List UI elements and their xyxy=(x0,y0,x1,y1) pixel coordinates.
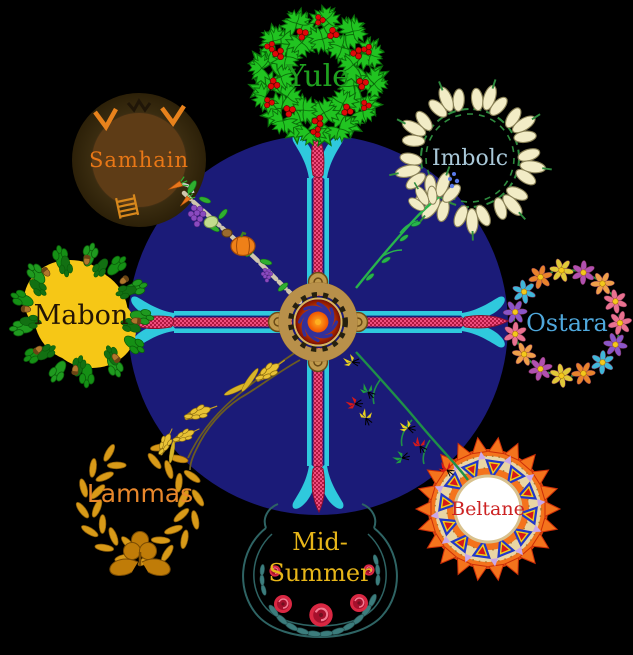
ostara-hotspot[interactable]: Ostara xyxy=(505,261,629,385)
mabon-hotspot[interactable]: Mabon xyxy=(16,250,146,380)
beltane-hotspot[interactable]: Beltane xyxy=(418,439,558,579)
lammas-hotspot[interactable]: Lammas xyxy=(72,435,208,571)
samhain-label: Samhain xyxy=(88,148,190,172)
beltane-label: Beltane xyxy=(451,498,525,520)
midsummer-wreath-icon xyxy=(242,503,398,638)
rose-vine-icon xyxy=(342,351,469,481)
imbolc-wreath-icon xyxy=(383,71,556,243)
midsummer-hotspot[interactable]: Mid- Summer xyxy=(255,511,385,641)
autumn-harvest-garland-icon xyxy=(165,175,303,305)
imbolc-label: Imbolc xyxy=(431,145,509,171)
imbolc-hotspot[interactable]: Imbolc xyxy=(410,98,530,218)
yule-label: Yule xyxy=(286,58,350,94)
wheat-garland-icon xyxy=(153,351,301,471)
blue-flowers-icon xyxy=(448,172,460,189)
ostara-wreath-icon xyxy=(498,255,633,392)
spring-vine-icon xyxy=(355,158,471,289)
pumpkin-icon xyxy=(230,231,256,257)
lammas-wreath-icon xyxy=(73,436,207,576)
mabon-label: Mabon xyxy=(33,299,129,331)
lammas-label: Lammas xyxy=(86,478,194,508)
ostara-label: Ostara xyxy=(526,309,608,337)
samhain-v-marks-icon xyxy=(93,104,186,132)
center-spiral-medallion-icon xyxy=(267,271,369,373)
yule-hotspot[interactable]: Yule xyxy=(252,10,384,142)
lammas-shamrock-ornament-icon xyxy=(109,531,171,576)
spiral-icon xyxy=(297,301,339,343)
mabon-wreath-icon xyxy=(7,240,156,389)
midsummer-label-line2: Summer xyxy=(268,559,372,587)
samhain-wreath-icon xyxy=(72,93,206,227)
samhain-ladder-icon xyxy=(115,194,140,219)
beltane-wreath-icon xyxy=(415,436,561,582)
midsummer-label-line1: Mid- xyxy=(292,528,348,556)
samhain-hotspot[interactable]: Samhain xyxy=(69,90,209,230)
